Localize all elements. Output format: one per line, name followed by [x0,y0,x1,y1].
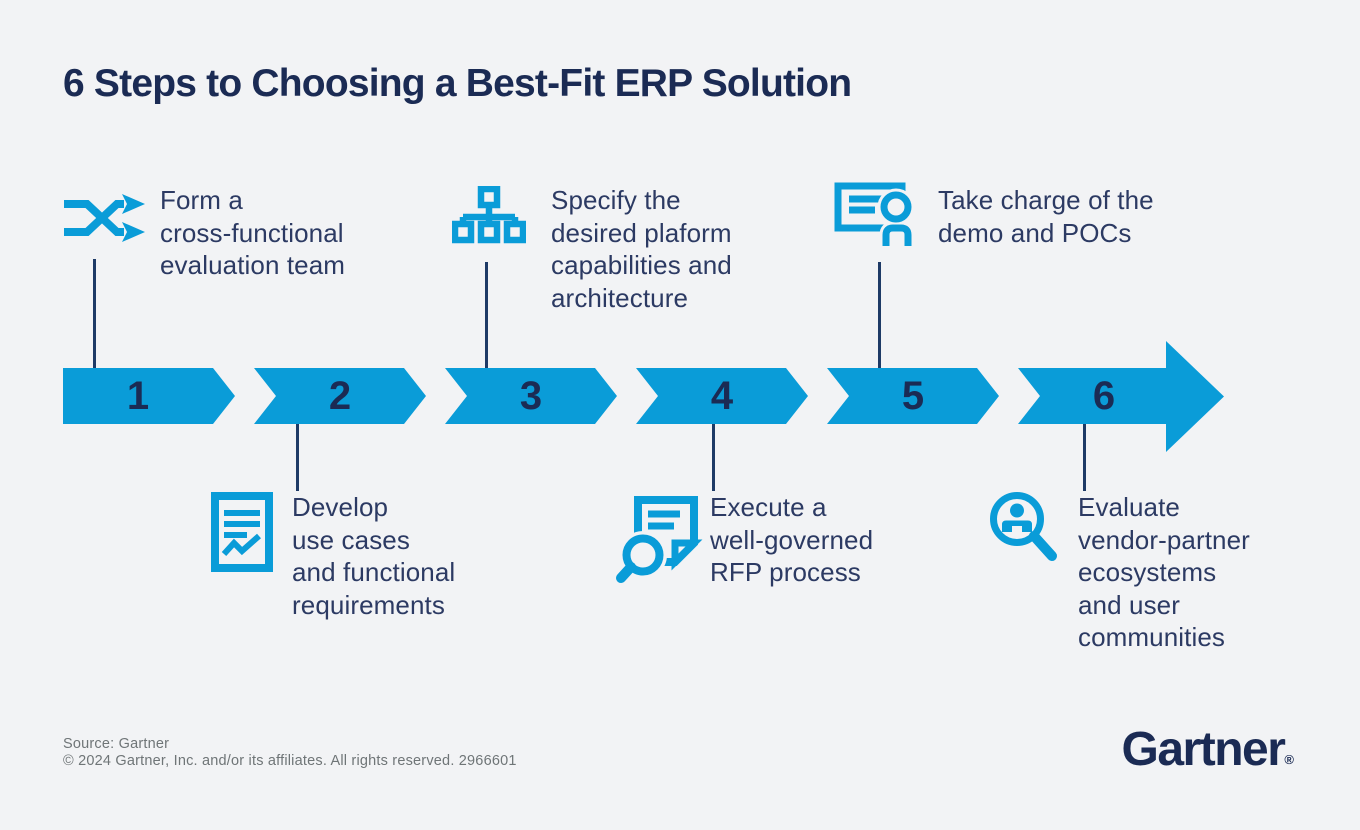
arrow-segment-5: 5 [827,368,999,424]
step-1-text: Form a cross-functional evaluation team [160,185,346,280]
step-3-text: Specify the desired plaform capabilities… [551,185,732,313]
step-2-number: 2 [328,373,352,418]
hierarchy-icon [452,186,526,246]
shuffle-icon [60,182,150,254]
demo-presentation-icon [834,182,922,246]
person-search-icon [989,491,1061,569]
source-note: Source: Gartner [63,736,170,752]
step-4-text: Execute a well-governed RFP process [710,492,874,587]
step-3-number: 3 [519,373,543,418]
arrow-segment-2: 2 [254,368,426,424]
gartner-logo: Gartner® [1122,722,1294,777]
copyright-note: © 2024 Gartner, Inc. and/or its affiliat… [63,753,517,769]
step-5-number: 5 [901,373,925,418]
document-search-icon [616,492,712,584]
step-2-connector [296,424,299,491]
step-6-text: Evaluate vendor-partner ecosystems and u… [1078,492,1250,652]
step-5-connector [878,262,881,368]
step-5-text: Take charge of the demo and POCs [938,185,1154,248]
arrow-segment-4: 4 [636,368,808,424]
step-4-connector [712,424,715,491]
step-2-text: Develop use cases and functional require… [292,492,456,620]
arrow-segment-3: 3 [445,368,617,424]
step-6-connector [1083,424,1086,491]
step-1-connector [93,259,96,368]
arrow-segment-1: 1 [63,368,235,424]
arrow-segment-6: 6 [1018,368,1168,424]
step-4-number: 4 [710,373,734,418]
timeline-arrowhead-icon [1166,341,1224,452]
step-1-number: 1 [126,373,150,418]
step-3-connector [485,262,488,368]
page-title: 6 Steps to Choosing a Best-Fit ERP Solut… [63,62,852,105]
gartner-logo-text: Gartner [1121,723,1286,776]
document-report-icon [211,492,273,572]
step-6-number: 6 [1092,373,1116,418]
registered-mark: ® [1284,752,1294,767]
